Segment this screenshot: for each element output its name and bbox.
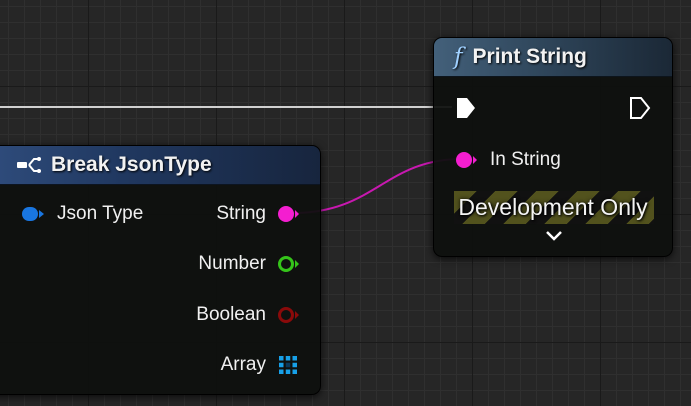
pin-in-string[interactable]: In String [454, 146, 561, 174]
pin-array-out[interactable]: Array [221, 351, 298, 379]
string-pin-icon[interactable] [454, 151, 478, 169]
break-json-type-header[interactable]: Break JsonType [0, 146, 320, 185]
exec-in-pin-icon[interactable] [454, 96, 478, 120]
pin-number-label: Number [198, 253, 266, 274]
function-icon: f [454, 44, 463, 70]
pin-string-label: String [216, 203, 266, 224]
pin-boolean-out[interactable]: Boolean [196, 301, 300, 329]
break-struct-icon [17, 154, 41, 176]
pin-in-string-label: In String [490, 149, 561, 170]
bool-pin-icon[interactable] [276, 306, 300, 324]
struct-pin-icon[interactable] [21, 205, 45, 223]
pin-boolean-label: Boolean [196, 304, 266, 325]
development-only-label: Development Only [458, 194, 648, 220]
pin-number-out[interactable]: Number [198, 250, 300, 278]
break-json-type-node[interactable]: Break JsonType Json Type String Number [0, 145, 321, 395]
float-pin-icon[interactable] [276, 255, 300, 273]
print-string-header[interactable]: f Print String [434, 38, 672, 77]
chevron-down-icon[interactable] [544, 228, 564, 244]
pin-string-out[interactable]: String [216, 200, 300, 228]
development-only-banner [454, 191, 654, 224]
string-pin-icon[interactable] [276, 205, 300, 223]
pin-json-type[interactable]: Json Type [21, 200, 143, 228]
pin-json-type-label: Json Type [57, 203, 144, 224]
exec-out-pin-icon[interactable] [628, 96, 652, 120]
print-string-node[interactable]: f Print String In String Development Onl… [433, 37, 673, 257]
break-json-type-title: Break JsonType [51, 153, 212, 176]
pin-array-label: Array [220, 354, 266, 375]
print-string-title: Print String [472, 45, 587, 68]
array-pin-icon[interactable] [278, 355, 298, 375]
